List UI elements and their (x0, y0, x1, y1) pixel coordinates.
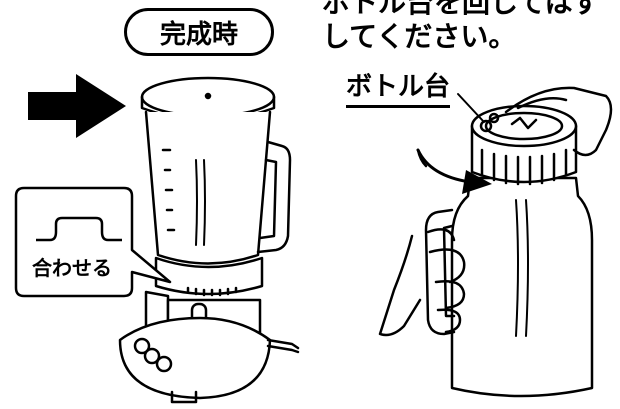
bottle-removal-illustration (378, 86, 613, 398)
complete-label: 完成時 (124, 8, 274, 56)
blender-illustration (118, 76, 300, 404)
instruction-line-1: ボトル台を回してはず (322, 0, 601, 19)
instruction-line-2: してください。 (322, 20, 517, 53)
instruction-text: ボトル台を回してはず してください。 (322, 0, 601, 54)
align-callout (14, 186, 172, 298)
align-label: 合わせる (32, 256, 112, 280)
bottle-base-label: ボトル台 (346, 66, 451, 108)
rotate-arrow-icon (462, 170, 492, 194)
right-arrow-icon (28, 74, 126, 138)
